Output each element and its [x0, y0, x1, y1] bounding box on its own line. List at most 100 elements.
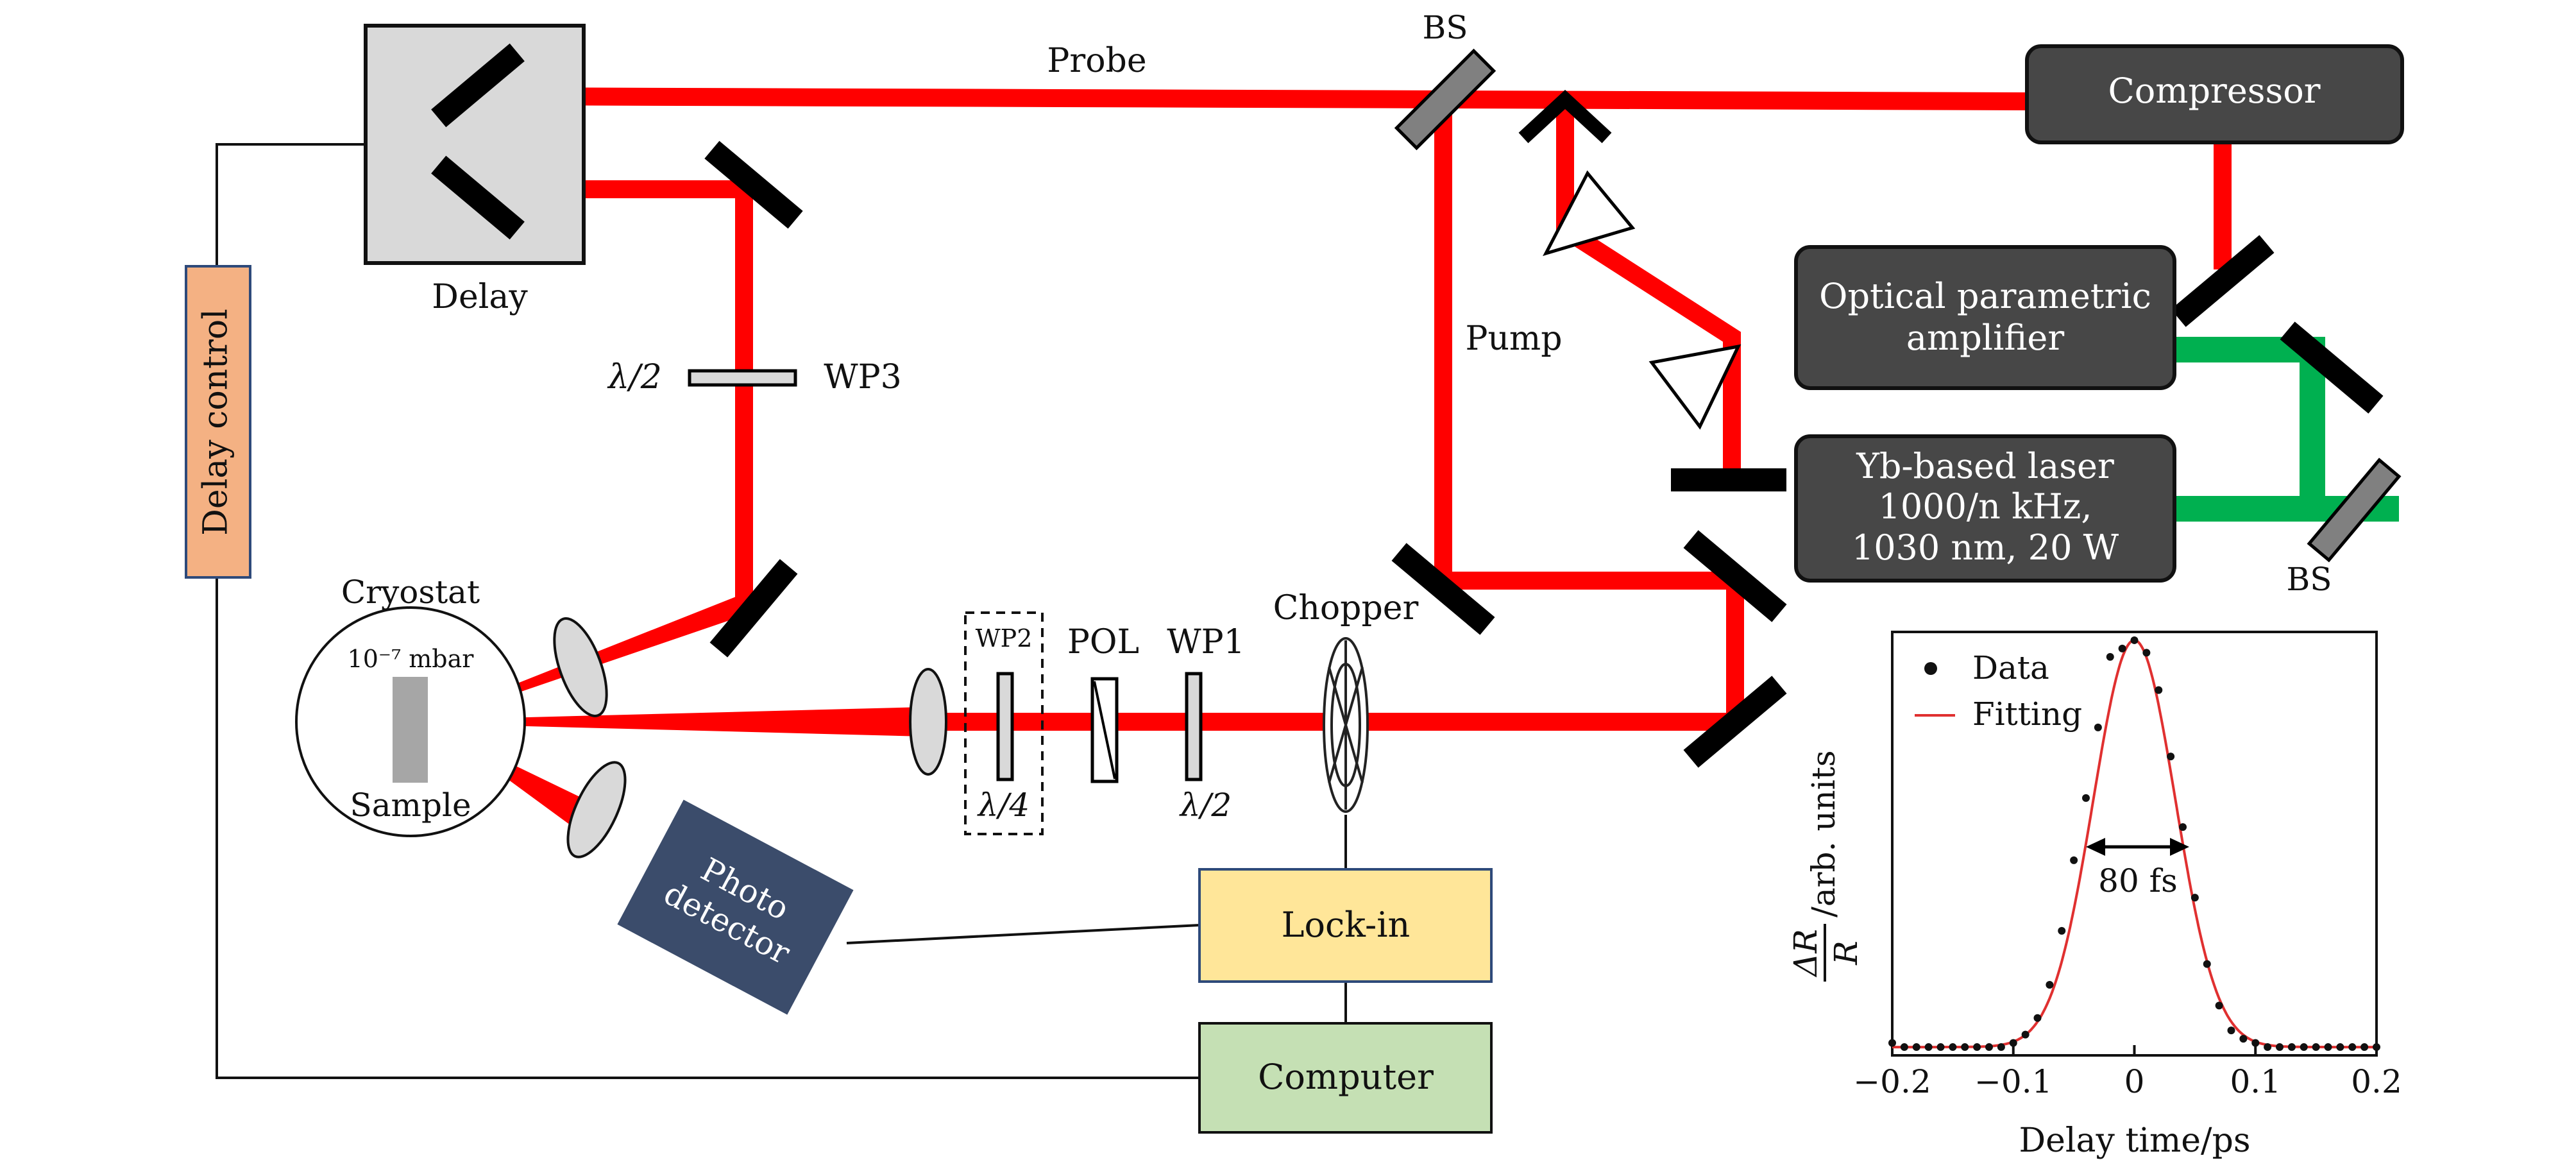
photodetector-box: [617, 799, 854, 1015]
data-point: [2336, 1043, 2344, 1052]
data-point: [2312, 1043, 2320, 1052]
legend-data-label: Data: [1972, 649, 2049, 686]
data-point: [2167, 753, 2175, 761]
data-point: [2094, 723, 2102, 731]
waveplate-wp3: [688, 369, 797, 387]
pump-beam-right: [1725, 572, 1744, 722]
opa-line1: Optical parametric: [1819, 276, 2151, 316]
data-point: [2106, 652, 2114, 661]
x-tick-label: 0.1: [2230, 1063, 2281, 1100]
data-point: [2046, 981, 2054, 989]
pump-focus-cone: [430, 707, 924, 737]
beam-splitter-top: [1394, 48, 1496, 151]
data-point: [2155, 686, 2163, 694]
x-tick-label: −0.2: [1853, 1063, 1931, 1100]
data-point: [2251, 1039, 2260, 1047]
pol-label: POL: [1067, 623, 1139, 661]
lockin-box[interactable]: [1198, 868, 1493, 983]
data-point: [2239, 1035, 2248, 1043]
data-point: [2203, 960, 2211, 968]
data-point: [2276, 1043, 2284, 1052]
opa-box[interactable]: [1794, 245, 2176, 390]
data-point: [1936, 1043, 1945, 1052]
fwhm-arrowhead-right: [2170, 838, 2189, 856]
pump-label: Pump: [1465, 319, 1562, 358]
data-point: [2058, 926, 2066, 935]
mirror-pump-right: [1683, 530, 1787, 622]
opa-line2: amplifier: [1906, 318, 2064, 358]
probe-beam-top: [486, 87, 2028, 110]
data-point: [2009, 1039, 2017, 1047]
delay-mirror-a: [431, 43, 525, 128]
mirror-periscope-bottom: [709, 559, 798, 658]
pump-prism-path: [1556, 99, 1741, 478]
wp3-label: WP3: [824, 358, 902, 396]
chart-data-series: [1888, 636, 2380, 1052]
delay-control-box[interactable]: [185, 265, 251, 579]
data-point: [2190, 894, 2199, 902]
x-tick-label: −0.1: [1974, 1063, 2052, 1100]
wire-photodetector-lockin: [846, 924, 1200, 944]
data-point: [2118, 644, 2126, 652]
data-point: [1997, 1043, 2005, 1052]
data-point: [1912, 1043, 1920, 1052]
bs-top-label: BS: [1423, 9, 1468, 46]
fwhm-annotation: 80 fs: [2098, 862, 2178, 899]
laser-line1: Yb-based laser: [1856, 446, 2114, 486]
wp2-label: WP2: [976, 624, 1033, 652]
data-point: [2179, 823, 2187, 831]
delay-stage-box[interactable]: [364, 24, 586, 265]
data-point: [2130, 636, 2139, 644]
data-point: [1949, 1043, 1957, 1052]
data-point: [2348, 1043, 2357, 1052]
legend-data-marker: [1924, 662, 1937, 675]
data-point: [2300, 1043, 2308, 1052]
delay-stage-mirrors: [431, 43, 525, 240]
ylabel-denominator: R: [1827, 941, 1865, 966]
sample-label: Sample: [350, 787, 471, 824]
compressor-box[interactable]: [2025, 44, 2404, 144]
mirror-pump-last: [1683, 676, 1787, 768]
prism-bottom: [1648, 344, 1741, 430]
wp2-dashed-box: [964, 611, 1044, 835]
mirror-pump-corner: [1391, 543, 1495, 635]
lambda4-label: λ/4: [977, 787, 1030, 824]
sample-chip: [393, 677, 428, 783]
waveplate-wp2: [996, 672, 1014, 781]
delay-control-label: Delay control: [197, 309, 235, 536]
data-point: [1973, 1043, 1981, 1052]
lens-pump: [909, 668, 947, 776]
data-point: [2324, 1043, 2332, 1052]
lockin-label: Lock-in: [1282, 905, 1411, 945]
chopper-wheel[interactable]: [1323, 637, 1369, 813]
wire-delay-top: [216, 143, 366, 266]
data-point: [1985, 1043, 1993, 1052]
computer-box[interactable]: [1198, 1022, 1493, 1134]
chart-frame: [1891, 631, 2378, 1057]
data-point: [2264, 1043, 2272, 1052]
lenses: [553, 617, 947, 858]
computer-label: Computer: [1258, 1057, 1434, 1097]
laser-box[interactable]: [1794, 434, 2176, 583]
photodetector[interactable]: Photo detector: [617, 799, 854, 1015]
data-point: [2287, 1043, 2296, 1052]
data-point: [2070, 856, 2078, 864]
x-tick-label: 0.2: [2351, 1063, 2402, 1100]
legend-fit-label: Fitting: [1972, 695, 2082, 733]
data-point: [2373, 1043, 2380, 1052]
x-axis-label: Delay time/ps: [2019, 1121, 2250, 1160]
data-point: [2360, 1043, 2369, 1052]
wp1-label: WP1: [1167, 623, 1245, 661]
data-point: [2082, 794, 2090, 802]
fwhm-arrowhead-left: [2086, 838, 2105, 856]
mirror-opa-input: [2171, 235, 2275, 327]
y-axis-label: ΔR R /arb. units: [1787, 751, 1865, 982]
data-point: [2142, 649, 2151, 657]
laser-line3: 1030 nm, 20 W: [1852, 527, 2119, 568]
data-point: [2227, 1026, 2235, 1035]
data-point: [1900, 1043, 1908, 1052]
lens-reflect: [566, 761, 627, 858]
beam-splitter-right: [2307, 457, 2402, 563]
lens-probe: [553, 617, 608, 717]
